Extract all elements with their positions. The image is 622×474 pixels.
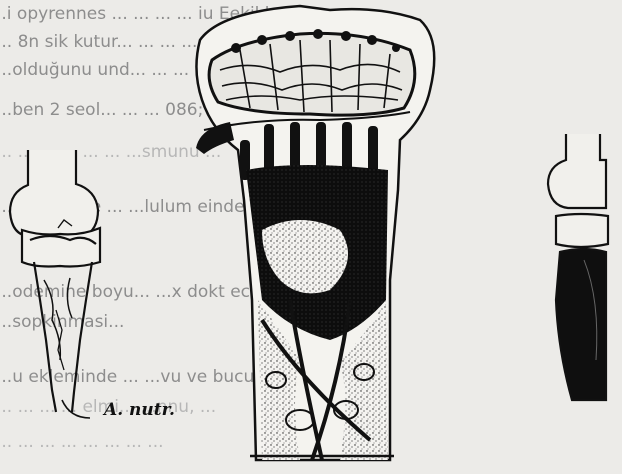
left-joint-drawing <box>10 150 100 418</box>
center-bone-drawing <box>196 6 434 460</box>
figure-label-a-nutr: A. nutr. <box>104 400 175 420</box>
right-joint-drawing <box>548 134 608 400</box>
